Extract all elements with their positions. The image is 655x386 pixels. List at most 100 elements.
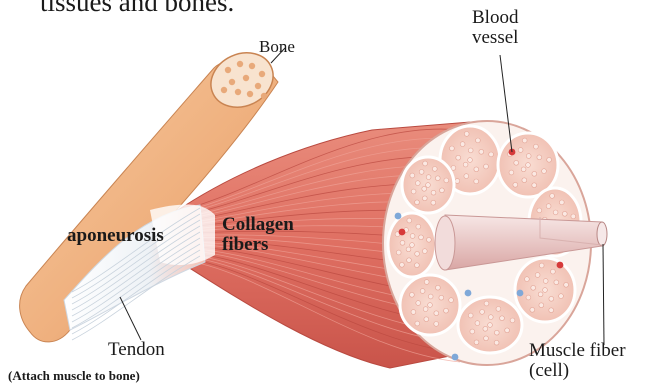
muscle-cell-dot (426, 175, 431, 180)
muscle-cell-dot (526, 295, 531, 300)
muscle-cell-dot (400, 262, 405, 267)
muscle-fiber-label-line1: Muscle fiber (529, 341, 626, 361)
muscle-cell-dot (483, 326, 488, 331)
muscle-cell-dot (400, 240, 405, 245)
tendon-leader (120, 297, 141, 340)
muscle-cell-dot (505, 328, 510, 333)
muscle-cell-dot (450, 146, 455, 151)
muscle-cell-dot (547, 157, 552, 162)
muscle-cell-dot (407, 218, 412, 223)
muscle-cell-dot (411, 310, 416, 315)
bone-pore (247, 91, 253, 97)
muscle-cell-dot (460, 142, 465, 147)
muscle-cell-dot (488, 323, 493, 328)
muscle-cell-dot (479, 149, 484, 154)
muscle-cell-dot (546, 204, 551, 209)
muscle-fiber-label: Muscle fiber (cell) (529, 341, 626, 381)
bone-pore (235, 89, 241, 95)
muscle-cell-dot (521, 167, 526, 172)
bone-pore (259, 71, 265, 77)
muscle-cell-dot (468, 148, 473, 153)
muscle-cell-dot (415, 263, 420, 268)
muscle-cell-dot (426, 183, 431, 188)
muscle-cell-dot (537, 208, 542, 213)
muscle-cell-dot (543, 288, 548, 293)
muscle-cell-dot (532, 171, 537, 176)
muscle-cell-dot (422, 196, 427, 201)
muscle-cell-dot (444, 308, 449, 313)
muscle-cell-dot (484, 336, 489, 341)
blood-vessel-label: Blood vessel (472, 8, 518, 48)
muscle-cell-dot (439, 295, 444, 300)
muscle-cell-dot (488, 315, 493, 320)
tendon-label: Tendon (108, 340, 165, 360)
vessel-dot (557, 262, 564, 269)
muscle-cell-dot (494, 340, 499, 345)
fiber-leader (603, 244, 604, 345)
muscle-cell-dot (432, 167, 437, 172)
muscle-cell-dot (475, 321, 480, 326)
collagen-label-line2: fibers (222, 235, 294, 255)
muscle-cell-dot (420, 289, 425, 294)
page-heading-fragment: tissues and bones. (40, 0, 234, 16)
vessel-dot (395, 213, 402, 220)
muscle-cell-dot (415, 181, 420, 186)
bone-pore (243, 75, 249, 81)
muscle-cell-dot (526, 154, 531, 159)
muscle-cell-dot (427, 237, 432, 242)
muscle-cell-dot (531, 285, 536, 290)
muscle-cell-dot (396, 250, 401, 255)
bone-pore (229, 79, 235, 85)
muscle-cell-dot (470, 329, 475, 334)
vessel-dot (452, 354, 459, 361)
muscle-cell-dot (474, 340, 479, 345)
muscle-cell-dot (435, 176, 440, 181)
muscle-cell-dot (551, 269, 556, 274)
muscle-fiber-label-line2: (cell) (529, 361, 626, 381)
muscle-cell-dot (484, 164, 489, 169)
muscle-cell-dot (474, 167, 479, 172)
muscle-cell-dot (484, 301, 489, 306)
muscle-cell-dot (562, 211, 567, 216)
muscle-cell-dot (424, 317, 429, 322)
muscle-cell-dot (496, 307, 501, 312)
muscle-cell-dot (434, 311, 439, 316)
muscle-cell-dot (525, 277, 530, 282)
muscle-cell-dot (444, 178, 449, 183)
muscle-cell-dot (422, 249, 427, 254)
muscle-cell-dot (542, 169, 547, 174)
muscle-cell-dot (553, 210, 558, 215)
muscle-cell-dot (518, 148, 523, 153)
muscle-cell-dot (571, 214, 576, 219)
muscle-cell-dot (419, 235, 424, 240)
muscle-cell-dot (534, 144, 539, 149)
muscle-cell-dot (415, 200, 420, 205)
muscle-cell-dot (510, 318, 515, 323)
muscle-cell-dot (476, 138, 481, 143)
aponeurosis-label: aponeurosis (67, 226, 164, 246)
muscle-cell-dot (451, 166, 456, 171)
muscle-cell-dot (535, 273, 540, 278)
muscle-cell-dot (415, 321, 420, 326)
muscle-cell-dot (407, 258, 412, 263)
muscle-cell-dot (522, 138, 527, 143)
muscle-cell-dot (431, 200, 436, 205)
muscle-cell-dot (549, 296, 554, 301)
muscle-cell-dot (410, 173, 415, 178)
vessel-dot (465, 290, 472, 297)
muscle-cell-dot (543, 279, 548, 284)
muscle-cell-dot (564, 282, 569, 287)
muscle-cell-dot (428, 303, 433, 308)
collagen-label-line1: Collagen (222, 215, 294, 235)
muscle-cell-dot (532, 183, 537, 188)
muscle-cell-dot (406, 247, 411, 252)
blood-vessel-label-line2: vessel (472, 28, 518, 48)
muscle-cell-dot (539, 263, 544, 268)
muscle-cell-dot (537, 155, 542, 160)
muscle-cell-dot (554, 280, 559, 285)
muscle-cell-dot (455, 179, 460, 184)
muscle-cell-dot (449, 298, 454, 303)
muscle-cell-dot (474, 179, 479, 184)
muscle-cell-dot (422, 186, 427, 191)
